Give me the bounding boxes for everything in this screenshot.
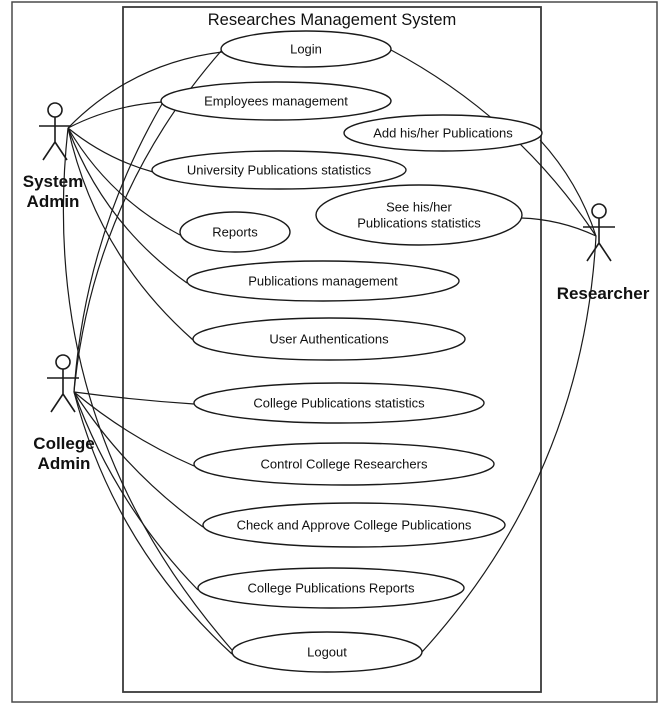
outer-frame <box>11 1 658 703</box>
association-researcher-add-publications <box>539 139 597 237</box>
use-case-college-statistics: College Publications statistics <box>193 382 485 424</box>
actor-head <box>55 354 71 370</box>
use-case-ellipse <box>193 382 485 424</box>
association-college-admin-employees-management <box>73 103 163 393</box>
association-college-admin-check-approve <box>73 391 204 528</box>
association-system-admin-login <box>67 51 223 129</box>
association-researcher-logout <box>421 235 597 653</box>
use-case-ellipse <box>197 567 465 609</box>
actor-body <box>47 369 79 413</box>
use-case-ellipse <box>202 502 506 548</box>
use-case-label: University Publications statistics <box>187 163 372 178</box>
use-case-ellipse <box>193 442 495 486</box>
association-system-admin-university-statistics <box>67 127 154 173</box>
use-case-reports: Reports <box>179 211 291 253</box>
use-case-add-publications: Add his/her Publications <box>343 114 543 152</box>
actor-label: Researcher <box>557 284 650 303</box>
use-case-ellipse <box>231 631 423 673</box>
use-case-label: College Publications statistics <box>253 396 425 411</box>
use-case-label: User Authentications <box>269 332 389 347</box>
use-case-ellipse <box>343 114 543 152</box>
use-case-user-authentications: User Authentications <box>192 317 466 361</box>
use-case-ellipse <box>151 150 407 190</box>
use-case-college-reports: College Publications Reports <box>197 567 465 609</box>
use-case-ellipse <box>220 30 392 68</box>
use-case-label: Login <box>290 42 322 57</box>
actor-label: System <box>23 172 83 191</box>
use-case-control-researchers: Control College Researchers <box>193 442 495 486</box>
use-case-label: Add his/her Publications <box>373 126 513 141</box>
association-system-admin-publications-management <box>67 127 188 284</box>
system-title: Researches Management System <box>208 11 457 29</box>
use-case-publications-management: Publications management <box>186 260 460 302</box>
use-case-ellipse <box>192 317 466 361</box>
actor-label: College <box>33 434 94 453</box>
actor-body <box>583 218 615 262</box>
use-case-label: College Publications Reports <box>248 581 415 596</box>
association-researcher-see-statistics <box>520 217 597 237</box>
use-case-check-approve: Check and Approve College Publications <box>202 502 506 548</box>
actor-label: Admin <box>38 454 91 473</box>
use-case-label: Publications management <box>248 274 398 289</box>
association-system-admin-user-authentications <box>67 127 194 341</box>
association-college-admin-logout <box>73 391 233 655</box>
use-case-label: Employees management <box>204 94 348 109</box>
use-case-label: See his/her <box>386 200 452 215</box>
associations <box>62 49 597 655</box>
use-case-login: Login <box>220 30 392 68</box>
association-system-admin-employees-management <box>67 101 163 129</box>
use-case-ellipse <box>315 184 523 246</box>
use-case-label: Reports <box>212 225 258 240</box>
use-case-label: Check and Approve College Publications <box>237 518 472 533</box>
use-case-ellipse <box>186 260 460 302</box>
actor-researcher: Researcher <box>557 203 650 303</box>
association-system-admin-reports <box>67 127 181 236</box>
use-case-label: Logout <box>307 645 347 660</box>
association-system-admin-logout <box>62 127 233 651</box>
actor-label: Admin <box>27 192 80 211</box>
use-case-employees-management: Employees management <box>160 81 392 121</box>
association-college-admin-college-reports <box>73 391 199 591</box>
use-case-university-statistics: University Publications statistics <box>151 150 407 190</box>
use-case-label: Publications statistics <box>357 216 481 231</box>
use-case-ellipse <box>160 81 392 121</box>
actor-body <box>39 117 71 161</box>
association-college-admin-college-statistics <box>73 391 195 405</box>
use-case-logout: Logout <box>231 631 423 673</box>
use-case-ellipse <box>179 211 291 253</box>
use-case-label: Control College Researchers <box>261 457 428 472</box>
system-boundary <box>122 6 542 693</box>
association-college-admin-control-researchers <box>73 391 195 467</box>
actor-head <box>47 102 63 118</box>
actor-head <box>591 203 607 219</box>
